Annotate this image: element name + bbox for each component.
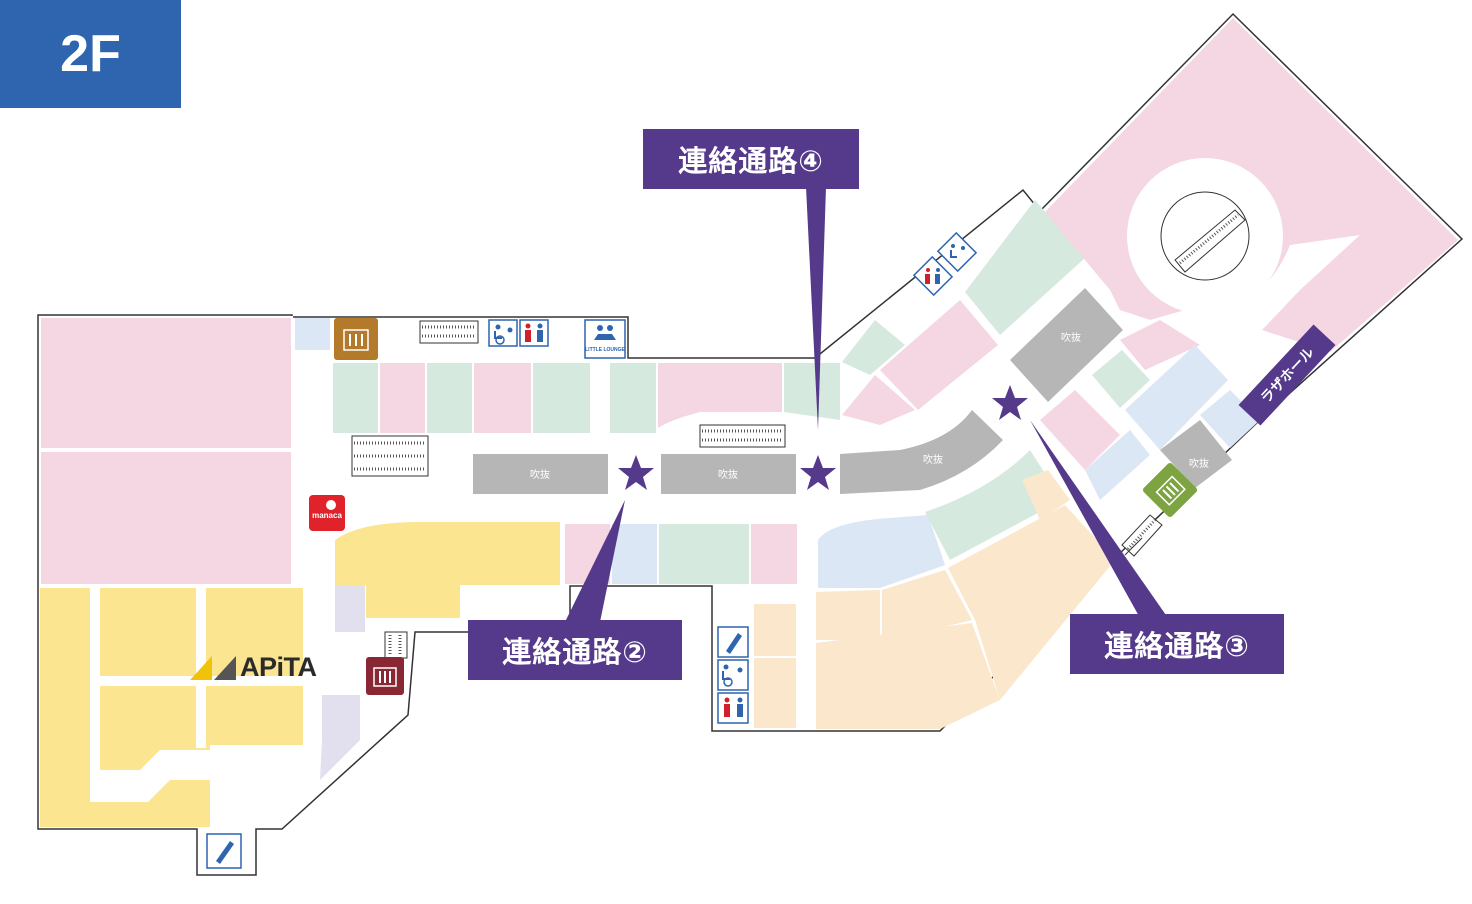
zone-green[interactable]	[427, 363, 472, 433]
little-lounge-text: LITTLE LOUNGE	[585, 347, 625, 353]
accessible-restroom-icon[interactable]	[936, 231, 978, 273]
manaca-icon[interactable]: manaca	[309, 495, 345, 531]
zone-pink[interactable]	[39, 316, 293, 450]
zone-beige[interactable]	[754, 604, 796, 656]
aisle	[90, 588, 210, 802]
apita-logo	[190, 656, 238, 680]
zone-blue[interactable]	[295, 318, 330, 350]
zone-pink[interactable]	[380, 363, 425, 433]
restroom-icon[interactable]	[519, 319, 549, 347]
void-area	[661, 454, 796, 494]
connector-star[interactable]	[992, 385, 1028, 420]
zone-blue[interactable]	[1085, 430, 1150, 500]
zone-blue[interactable]	[818, 515, 945, 588]
elevator-icon[interactable]	[1142, 462, 1199, 519]
apita-logo-mark	[190, 656, 236, 680]
zone-beige[interactable]	[754, 658, 796, 728]
void-label: 吹抜	[923, 453, 943, 466]
zone-green[interactable]	[965, 200, 1085, 335]
zone-green[interactable]	[333, 363, 378, 433]
void-area	[840, 410, 1003, 494]
zone-pink[interactable]	[751, 524, 797, 584]
zone-yellow[interactable]	[335, 522, 560, 618]
void-area	[1160, 420, 1232, 488]
vending-machine-icon[interactable]	[206, 833, 242, 869]
escalator-icon[interactable]	[419, 320, 479, 344]
zone-lavender[interactable]	[335, 585, 365, 632]
escalator-icon[interactable]	[1121, 514, 1163, 557]
elevator-icon[interactable]	[334, 318, 378, 360]
zone-pink[interactable]	[39, 450, 293, 586]
zone-green[interactable]	[784, 363, 840, 420]
zone-blue[interactable]	[1125, 345, 1228, 450]
connector-callout-2[interactable]: 連絡通路②	[468, 620, 682, 680]
zone-beige[interactable]	[948, 505, 1115, 700]
zone-yellow[interactable]	[40, 588, 303, 827]
escalator-icon[interactable]	[351, 435, 429, 477]
void-area	[1010, 288, 1123, 402]
connector-star[interactable]	[800, 455, 836, 490]
connector-star[interactable]	[618, 455, 654, 490]
zone-green[interactable]	[842, 320, 905, 375]
zone-pink[interactable]	[880, 300, 998, 410]
elevator-icon[interactable]	[366, 657, 404, 695]
zone-green[interactable]	[533, 363, 590, 433]
escalator-icon[interactable]	[1174, 209, 1246, 273]
zone-blue[interactable]	[612, 524, 657, 584]
connector-callout-3[interactable]: 連絡通路④	[643, 129, 859, 189]
callout-pointer	[806, 187, 826, 430]
emergency-exit-icon	[1124, 537, 1143, 556]
zone-beige[interactable]	[816, 590, 880, 640]
void-label: 吹抜	[1189, 457, 1209, 470]
vending-machine-icon[interactable]	[717, 626, 749, 658]
little-lounge-icon[interactable]: LITTLE LOUNGE	[584, 319, 626, 359]
restroom-icon[interactable]	[912, 255, 954, 297]
zone-beige[interactable]	[882, 570, 972, 642]
connector-callout-4[interactable]: 連絡通路③	[1070, 614, 1284, 674]
zone-pink[interactable]	[658, 363, 782, 428]
restroom-icon[interactable]	[717, 692, 749, 724]
zone-pink[interactable]	[842, 375, 915, 425]
zone-green[interactable]	[610, 363, 656, 433]
manaca-text: manaca	[312, 511, 342, 520]
escalator-icon[interactable]	[384, 631, 408, 659]
escalator-icon[interactable]	[699, 424, 786, 448]
zone-beige[interactable]	[1022, 470, 1070, 520]
floor-badge: 2F	[0, 0, 181, 108]
callout-pointer	[565, 500, 625, 622]
zone-pink[interactable]	[1120, 320, 1200, 370]
zone-green[interactable]	[1092, 350, 1150, 408]
zone-pink[interactable]	[1262, 235, 1410, 352]
void-label: 吹抜	[1061, 331, 1081, 344]
zone-blue[interactable]	[1200, 390, 1260, 448]
zone-pink[interactable]	[474, 363, 531, 433]
anchor-store-name[interactable]: APiTA	[240, 652, 317, 682]
void-label: 吹抜	[530, 468, 550, 481]
aisle	[100, 676, 303, 686]
zone-beige[interactable]	[816, 623, 1000, 729]
void-area	[473, 454, 608, 494]
zone-pink[interactable]	[1040, 390, 1120, 470]
callout-pointer	[1030, 420, 1168, 618]
zone-lavender[interactable]	[320, 695, 360, 780]
accessible-restroom-icon[interactable]	[717, 659, 749, 691]
void-label: 吹抜	[718, 468, 738, 481]
accessible-restroom-icon[interactable]	[488, 319, 518, 347]
zone-green[interactable]	[659, 524, 749, 584]
zone-green[interactable]	[925, 450, 1062, 560]
